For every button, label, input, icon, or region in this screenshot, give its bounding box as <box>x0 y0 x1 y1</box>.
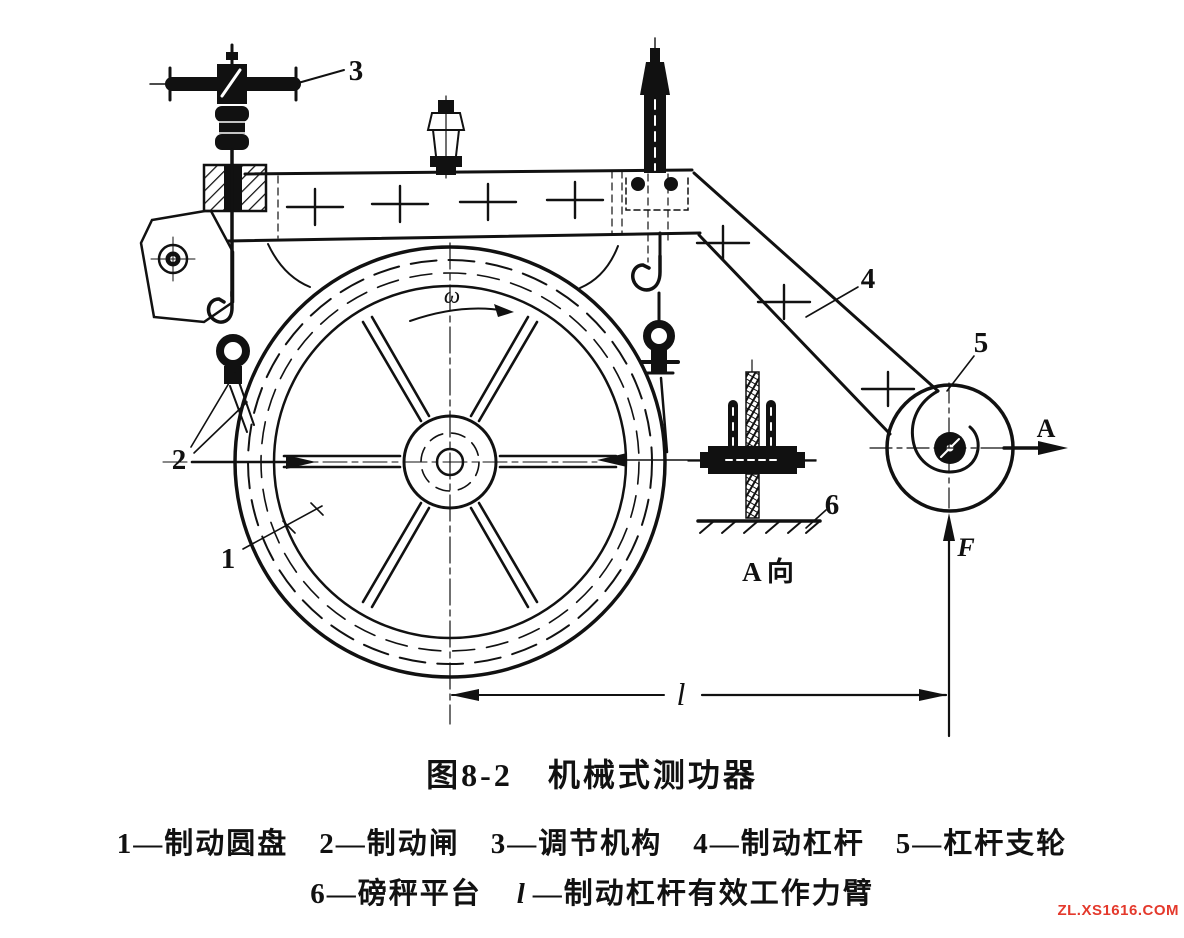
label-F: F <box>956 533 974 562</box>
support-wheel <box>869 355 1015 513</box>
legend-item-6: 6—磅秤平台 <box>310 878 513 910</box>
legend-item-l-text: —制动杠杆有效工作力臂 <box>532 878 874 910</box>
rotation-arrow <box>409 304 514 322</box>
lever-cross-marks <box>695 224 916 408</box>
label-2: 2 <box>172 444 187 476</box>
mount-plate <box>139 209 235 324</box>
label-A: A <box>1037 414 1056 443</box>
dimension-line <box>451 689 948 701</box>
oil-cup <box>426 95 466 179</box>
brake-band-right-linkage <box>631 231 680 454</box>
label-view-A: A 向 <box>742 556 794 587</box>
legend-line-2: 6—磅秤平台 l—制动杠杆有效工作力臂 <box>0 870 1184 912</box>
watermark-text: ZL.XS1616.COM <box>1057 902 1179 919</box>
omega-label: ω <box>444 283 460 308</box>
label-1: 1 <box>221 543 236 575</box>
spokes <box>282 315 618 609</box>
legend-line-1: 1—制动圆盘 2—制动闸 3—调节机构 4—制动杠杆 5—杠杆支轮 <box>116 828 1068 860</box>
part-labels: 1 2 3 4 5 6 A F l A 向 <box>172 55 1056 712</box>
brake-band-left-linkage <box>206 148 255 433</box>
figure-caption: 图8-2 机械式测功器 <box>426 757 758 793</box>
legend-var-l: l <box>516 878 527 910</box>
dynamometer-diagram: ω <box>139 37 1068 738</box>
adjusting-mechanism <box>149 43 345 150</box>
label-5: 5 <box>974 327 989 359</box>
force-arrow <box>943 513 955 738</box>
ground-hatching <box>699 520 821 534</box>
scale-platform-detail <box>687 359 827 534</box>
beam-cross-marks <box>285 180 605 227</box>
label-6: 6 <box>825 489 840 521</box>
label-4: 4 <box>861 263 876 295</box>
brake-disc: ω <box>162 242 817 725</box>
brake-lever <box>692 171 940 436</box>
label-l: l <box>677 676 686 712</box>
view-direction-arrow <box>1002 441 1068 455</box>
anchor-block <box>202 163 268 213</box>
tension-bolt <box>625 37 689 211</box>
leader-lines <box>190 372 324 550</box>
brake-band-beam <box>226 168 702 263</box>
label-3: 3 <box>349 55 364 87</box>
